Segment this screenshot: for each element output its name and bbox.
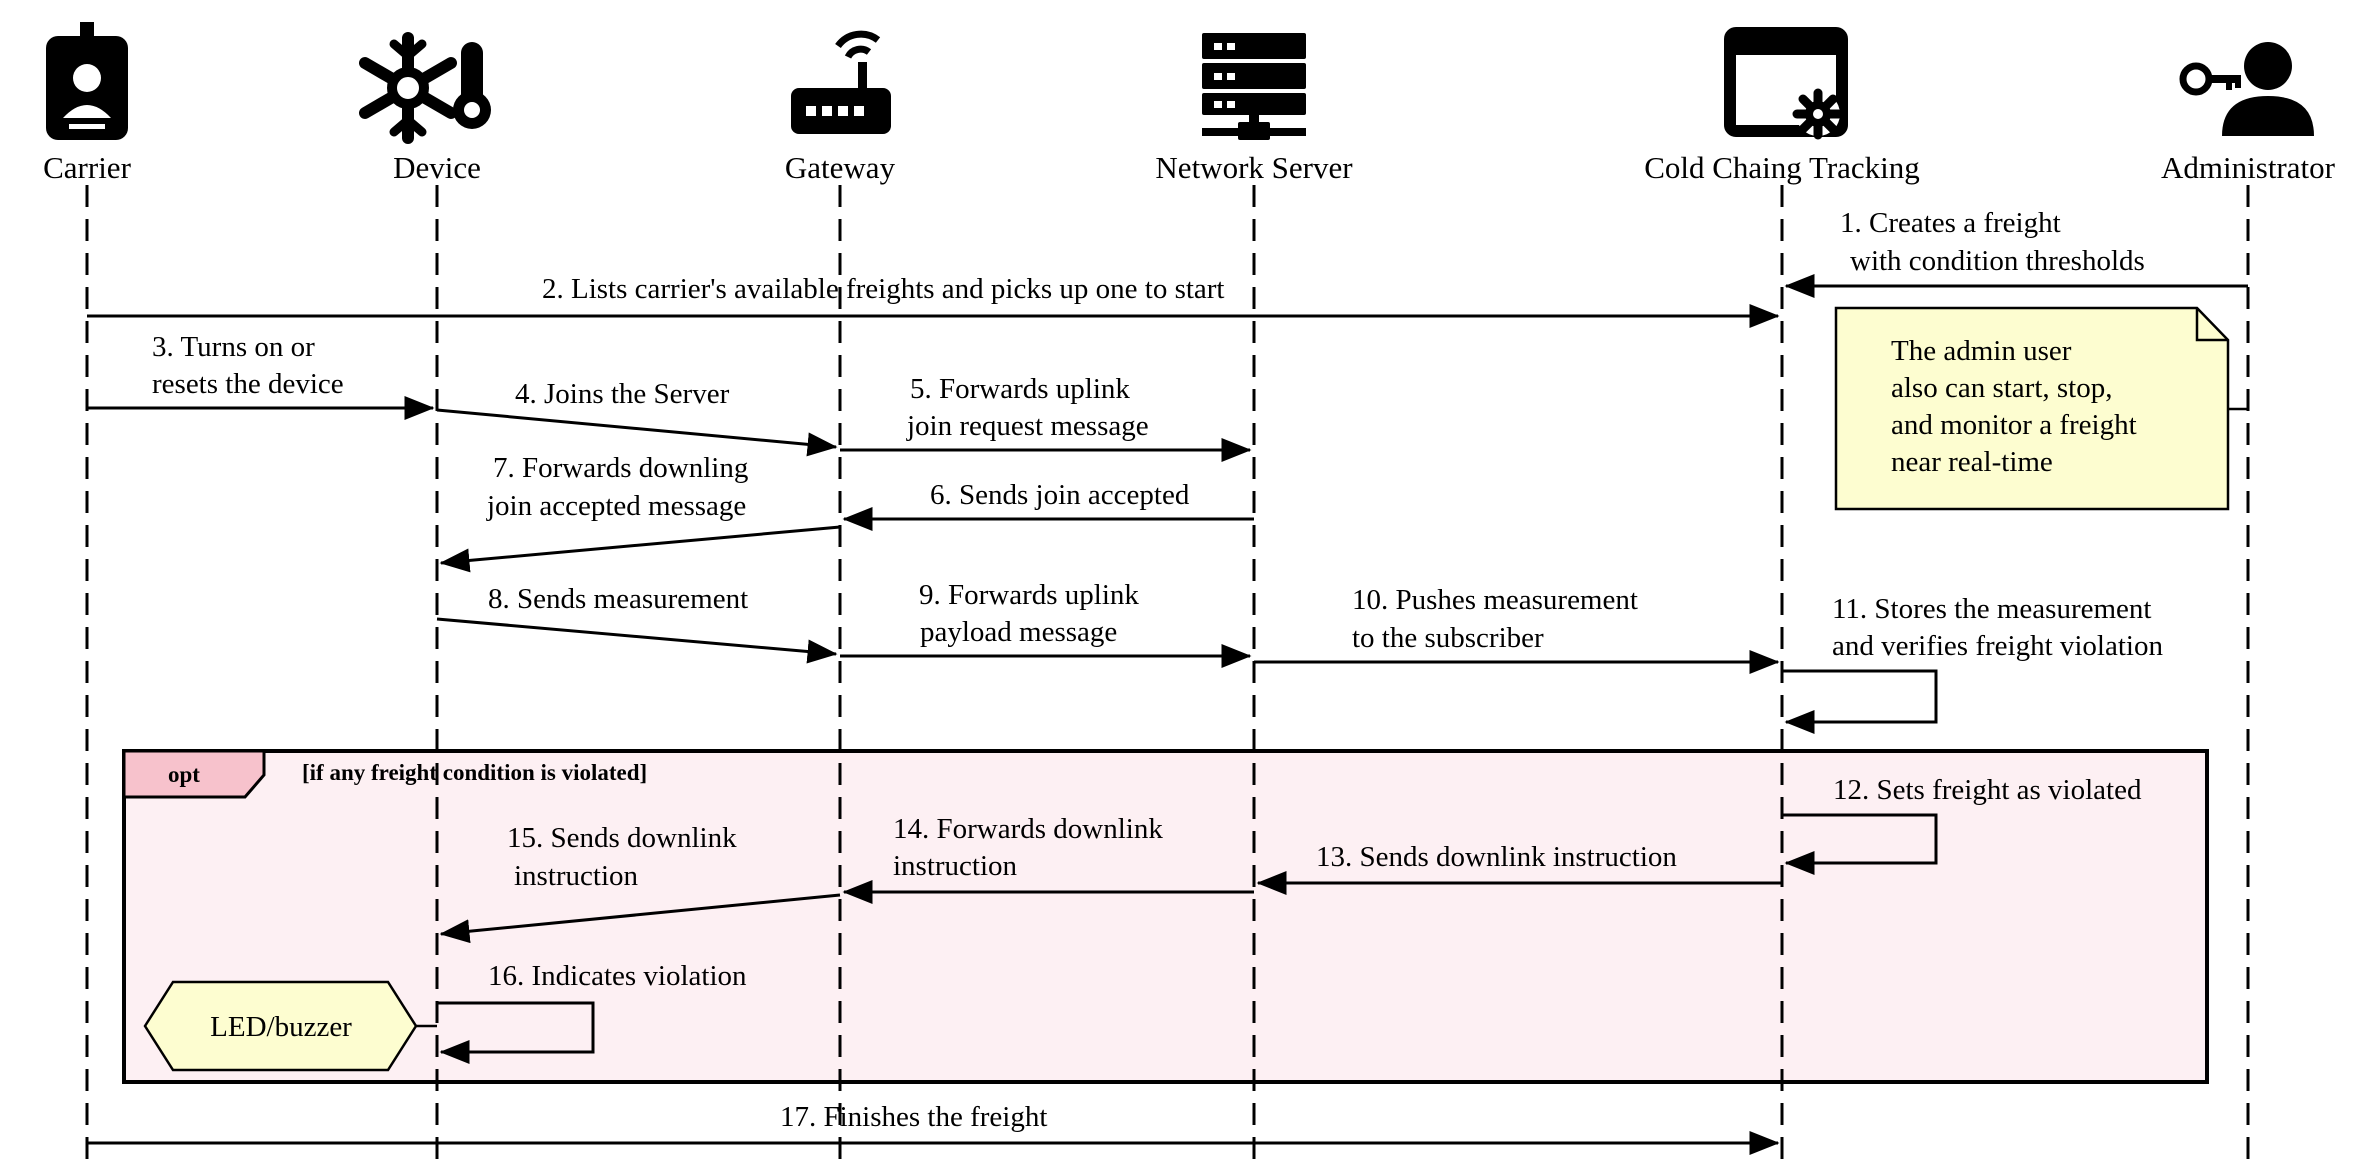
note-line: and monitor a freight — [1891, 409, 2137, 441]
message-4-arrow — [436, 408, 838, 457]
message-5: 5. Forwards uplink join request message — [840, 373, 1252, 462]
message-10-label: 10. Pushes measurement — [1352, 584, 1638, 616]
message-7: 7. Forwards downling join accepted messa… — [439, 452, 841, 573]
message-11-arrow — [1782, 669, 1938, 734]
lifelines — [85, 185, 2250, 1161]
message-3: 3. Turns on or resets the device — [87, 331, 435, 420]
message-17-label: 17. Finishes the freight — [780, 1101, 1047, 1133]
message-17: 17. Finishes the freight — [87, 1101, 1780, 1155]
actor-label-carrier: Carrier — [43, 150, 131, 185]
message-2-label: 2. Lists carrier's available freights an… — [542, 273, 1225, 305]
message-5-label: 5. Forwards uplink — [910, 373, 1130, 405]
message-14-label: 14. Forwards downlink — [893, 813, 1163, 845]
message-7-label: join accepted message — [486, 490, 746, 522]
message-15-label: 15. Sends downlink — [507, 822, 737, 854]
message-12-arrow — [1782, 813, 1938, 875]
message-12: 12. Sets freight as violated — [1782, 774, 2142, 875]
message-10-label: to the subscriber — [1352, 622, 1544, 654]
message-15-label: instruction — [514, 860, 639, 892]
message-7-arrow — [439, 525, 841, 573]
message-11: 11. Stores the measurement and verifies … — [1782, 593, 2163, 734]
note-line: near real-time — [1891, 446, 2053, 478]
user-key-icon — [2179, 42, 2314, 136]
message-4: 4. Joins the Server — [436, 378, 838, 457]
message-1-label: 1. Creates a freight — [1840, 207, 2061, 239]
fragment-operator: opt — [168, 762, 200, 787]
message-9-label: 9. Forwards uplink — [919, 579, 1139, 611]
actor-label-device: Device — [393, 150, 481, 185]
message-14: 14. Forwards downlink instruction — [842, 813, 1254, 904]
message-9-label: payload message — [920, 616, 1117, 648]
message-8: 8. Sends measurement — [436, 583, 838, 664]
fragment-guard: [if any freight condition is violated] — [302, 760, 647, 785]
note-line: The admin user — [1891, 335, 2072, 367]
message-6-label: 6. Sends join accepted — [930, 479, 1190, 511]
message-15: 15. Sends downlink instruction — [439, 822, 841, 944]
message-10: 10. Pushes measurement to the subscriber — [1254, 584, 1780, 674]
message-16: 16. Indicates violation — [437, 960, 747, 1064]
message-3-label: 3. Turns on or — [152, 331, 315, 363]
note-line: also can start, stop, — [1891, 372, 2112, 404]
opt-fragment: opt [if any freight condition is violate… — [122, 749, 2209, 1084]
message-13: 13. Sends downlink instruction — [1256, 841, 1782, 895]
message-5-label: join request message — [906, 410, 1149, 442]
message-12-label: 12. Sets freight as violated — [1833, 774, 2142, 806]
server-network-icon — [1202, 33, 1306, 140]
message-6: 6. Sends join accepted — [842, 479, 1254, 531]
message-2: 2. Lists carrier's available freights an… — [87, 273, 1780, 328]
message-7-label: 7. Forwards downling — [493, 452, 748, 484]
actor-label-cold-chain-tracking: Cold Chaing Tracking — [1644, 150, 1920, 185]
actor-label-administrator: Administrator — [2161, 150, 2336, 185]
led-buzzer-hexagon: LED/buzzer — [143, 980, 437, 1072]
message-1-label: with condition thresholds — [1850, 245, 2145, 277]
message-11-label: 11. Stores the measurement — [1832, 593, 2151, 625]
router-icon — [791, 30, 891, 134]
actor-label-gateway: Gateway — [785, 150, 896, 185]
message-8-arrow — [436, 617, 838, 664]
snowflake-thermometer-icon — [359, 32, 491, 144]
badge-icon — [46, 22, 128, 140]
message-1: 1. Creates a freight with condition thre… — [1784, 207, 2248, 298]
message-13-label: 13. Sends downlink instruction — [1316, 841, 1677, 873]
message-3-label: resets the device — [152, 368, 344, 400]
browser-gear-icon — [1724, 27, 1848, 140]
fragment-operator-tag — [122, 749, 266, 799]
message-16-arrow — [437, 1001, 595, 1064]
actor-label-network-server: Network Server — [1155, 150, 1353, 185]
led-buzzer-label: LED/buzzer — [210, 1011, 352, 1043]
message-16-label: 16. Indicates violation — [488, 960, 747, 992]
admin-note: The admin user also can start, stop, and… — [1834, 306, 2250, 511]
message-14-label: instruction — [893, 850, 1018, 882]
message-4-label: 4. Joins the Server — [515, 378, 730, 410]
message-8-label: 8. Sends measurement — [488, 583, 748, 615]
message-11-label: and verifies freight violation — [1832, 630, 2163, 662]
message-9: 9. Forwards uplink payload message — [840, 579, 1252, 668]
actor-labels: Carrier Device Gateway Network Server Co… — [43, 150, 2336, 185]
message-15-arrow — [439, 893, 841, 944]
